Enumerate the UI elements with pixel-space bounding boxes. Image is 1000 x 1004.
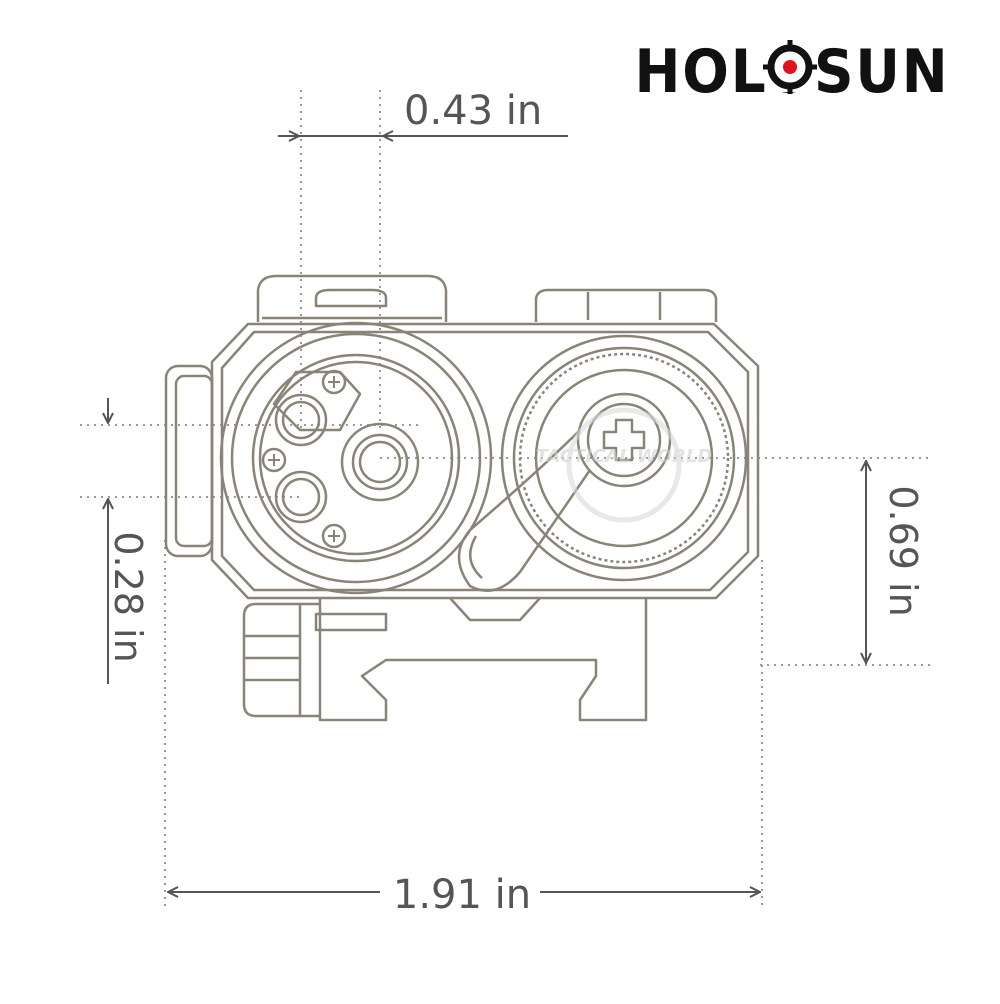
watermark-text: TACTICAL WORLD [536, 446, 713, 467]
dimension-label-bottom: 1.91 in [393, 872, 531, 918]
holosun-logo: HOLOSUN [635, 37, 948, 107]
laser-device-outline [164, 274, 760, 722]
dimension-label-left: 0.28 in [106, 531, 150, 662]
dimension-left-height: 0.28 in [106, 398, 150, 684]
dimension-label-right: 0.69 in [881, 485, 925, 616]
dimension-bottom-width: 1.91 in [168, 872, 760, 918]
tactical-world-watermark: TACTICAL WORLD [536, 407, 713, 523]
reticle-dot-icon [763, 40, 817, 94]
dimension-top-width: 0.43 in [278, 82, 568, 136]
dimension-label-top: 0.43 in [404, 88, 542, 134]
dimension-right-height: 0.69 in [866, 460, 925, 664]
